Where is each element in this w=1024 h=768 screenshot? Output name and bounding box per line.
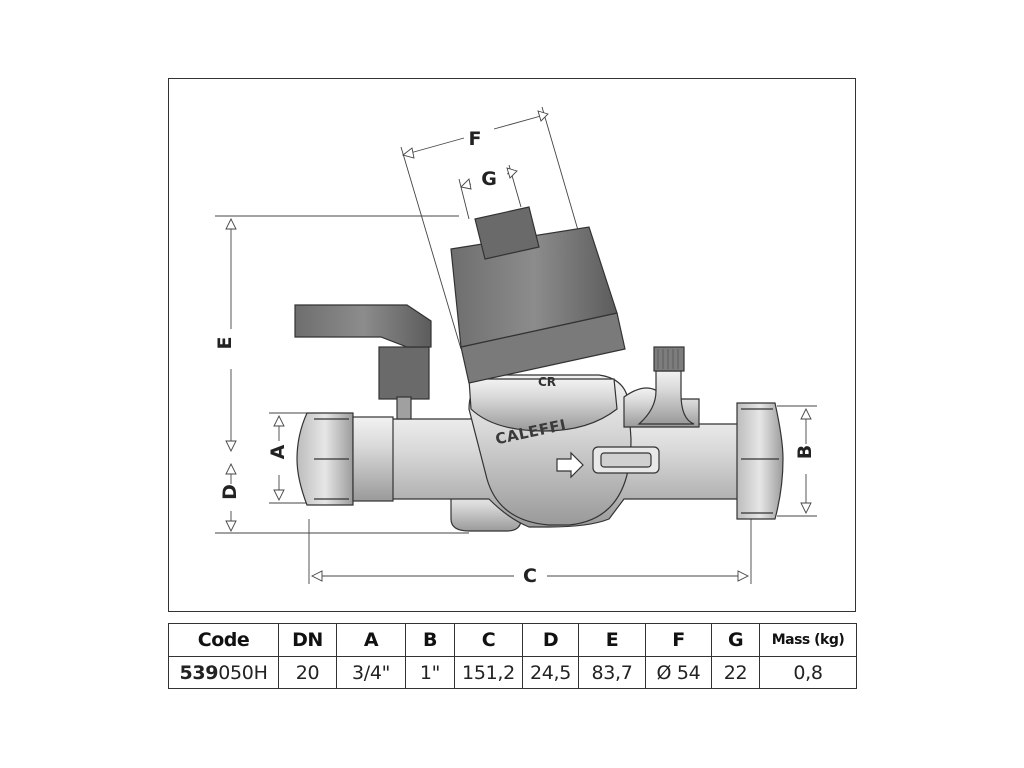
dim-label-e: E bbox=[214, 337, 236, 350]
code-prefix: 539 bbox=[179, 661, 219, 684]
table-row: 539050H 20 3/4" 1" 151,2 24,5 83,7 Ø 54 … bbox=[168, 656, 857, 689]
dim-label-g: G bbox=[481, 168, 497, 190]
dim-label-f: F bbox=[469, 128, 482, 150]
cell-a: 3/4" bbox=[336, 656, 406, 689]
cell-d: 24,5 bbox=[522, 656, 579, 689]
header-dn: DN bbox=[278, 623, 337, 657]
dim-label-d: D bbox=[219, 484, 241, 500]
valve-drawing: F G E A D B C bbox=[214, 106, 817, 587]
dim-label-b: B bbox=[794, 445, 816, 459]
header-a: A bbox=[336, 623, 406, 657]
cell-g: 22 bbox=[711, 656, 760, 689]
header-b: B bbox=[405, 623, 455, 657]
cell-b: 1" bbox=[405, 656, 455, 689]
header-c: C bbox=[454, 623, 523, 657]
product-figure: F G E A D B C bbox=[168, 78, 856, 612]
header-g: G bbox=[711, 623, 760, 657]
cell-dn: 20 bbox=[278, 656, 337, 689]
header-mass: Mass (kg) bbox=[759, 623, 857, 657]
valve-body bbox=[294, 206, 784, 532]
table-header-row: Code DN A B C D E F G Mass (kg) bbox=[168, 623, 857, 657]
cell-code: 539050H bbox=[168, 656, 279, 689]
dim-label-c: C bbox=[523, 565, 537, 587]
header-e: E bbox=[578, 623, 646, 657]
header-code: Code bbox=[168, 623, 279, 657]
cell-c: 151,2 bbox=[454, 656, 523, 689]
dim-label-a: A bbox=[267, 444, 289, 459]
cell-f: Ø 54 bbox=[645, 656, 712, 689]
header-d: D bbox=[522, 623, 579, 657]
header-f: F bbox=[645, 623, 712, 657]
certification-mark: CR bbox=[538, 375, 556, 389]
cell-mass: 0,8 bbox=[759, 656, 857, 689]
spec-table: Code DN A B C D E F G Mass (kg) 539050H … bbox=[168, 623, 857, 689]
dimension-arrows bbox=[225, 110, 812, 582]
code-suffix: 050H bbox=[218, 661, 268, 684]
cell-e: 83,7 bbox=[578, 656, 646, 689]
